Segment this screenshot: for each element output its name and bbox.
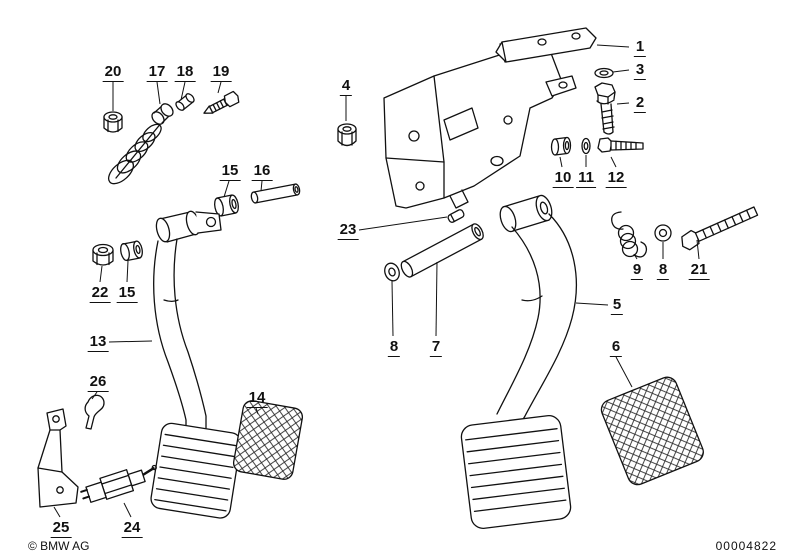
part-tube-7 <box>400 223 484 278</box>
part-bushing-10 <box>550 136 572 156</box>
leader-line-21 <box>696 239 700 260</box>
part-washer-3 <box>594 67 614 79</box>
leader-line-14 <box>255 407 259 415</box>
leader-line-12 <box>610 156 617 168</box>
part-support-bracket-1 <box>495 27 597 63</box>
part-brake-pedal-5 <box>460 194 577 529</box>
part-pedal-carrier-bracket <box>383 39 577 209</box>
part-clip-26 <box>84 394 105 430</box>
part-rubber-pad-6 <box>600 376 704 486</box>
part-sleeve-18 <box>175 93 195 111</box>
leader-lines <box>53 44 700 518</box>
leader-line-2 <box>616 102 630 105</box>
part-pin-23 <box>447 209 465 223</box>
part-bushing-15b <box>120 240 143 262</box>
leader-line-9 <box>633 253 638 260</box>
leader-line-15b <box>126 260 129 283</box>
part-washer-8b <box>654 224 672 242</box>
part-tube-16 <box>250 183 301 204</box>
part-screw-19 <box>203 90 240 114</box>
leader-line-3 <box>612 69 630 73</box>
part-bracket-25 <box>37 408 79 508</box>
part-spring-9 <box>611 211 648 258</box>
part-nut-20 <box>103 111 123 133</box>
part-bolt-21 <box>681 206 759 251</box>
part-washer-8a <box>384 262 400 282</box>
part-bolt-2 <box>594 82 616 135</box>
leader-line-23 <box>358 216 448 231</box>
part-bolt-12 <box>597 137 644 153</box>
leader-line-19 <box>217 81 222 94</box>
leader-line-7 <box>435 261 438 337</box>
leader-line-24 <box>123 502 132 518</box>
leader-line-1 <box>596 44 630 48</box>
leader-line-16 <box>260 180 263 192</box>
part-cap-22 <box>92 243 114 266</box>
part-pedal-pad-14 <box>232 400 304 480</box>
document-number: 00004822 <box>715 539 777 553</box>
copyright-text: © BMW AG <box>28 539 90 553</box>
part-spring-seat-17 <box>151 103 174 125</box>
leader-line-6 <box>615 356 633 388</box>
leader-line-26 <box>91 391 98 400</box>
leader-line-18 <box>180 81 186 101</box>
part-coil-spring <box>107 121 163 185</box>
leader-line-10 <box>559 156 563 168</box>
leader-line-15a <box>223 180 230 198</box>
leader-line-22 <box>99 265 103 283</box>
leader-line-13 <box>108 340 153 343</box>
leader-line-17 <box>156 81 161 105</box>
part-switch-24 <box>80 464 157 503</box>
part-nut-4 <box>337 123 357 147</box>
part-bushing-15a <box>214 194 239 217</box>
part-clutch-pedal-13 <box>150 210 242 519</box>
leader-line-5 <box>575 302 609 306</box>
leader-line-8a <box>391 280 394 337</box>
leader-line-25 <box>53 506 61 518</box>
part-washer-11 <box>581 137 591 155</box>
